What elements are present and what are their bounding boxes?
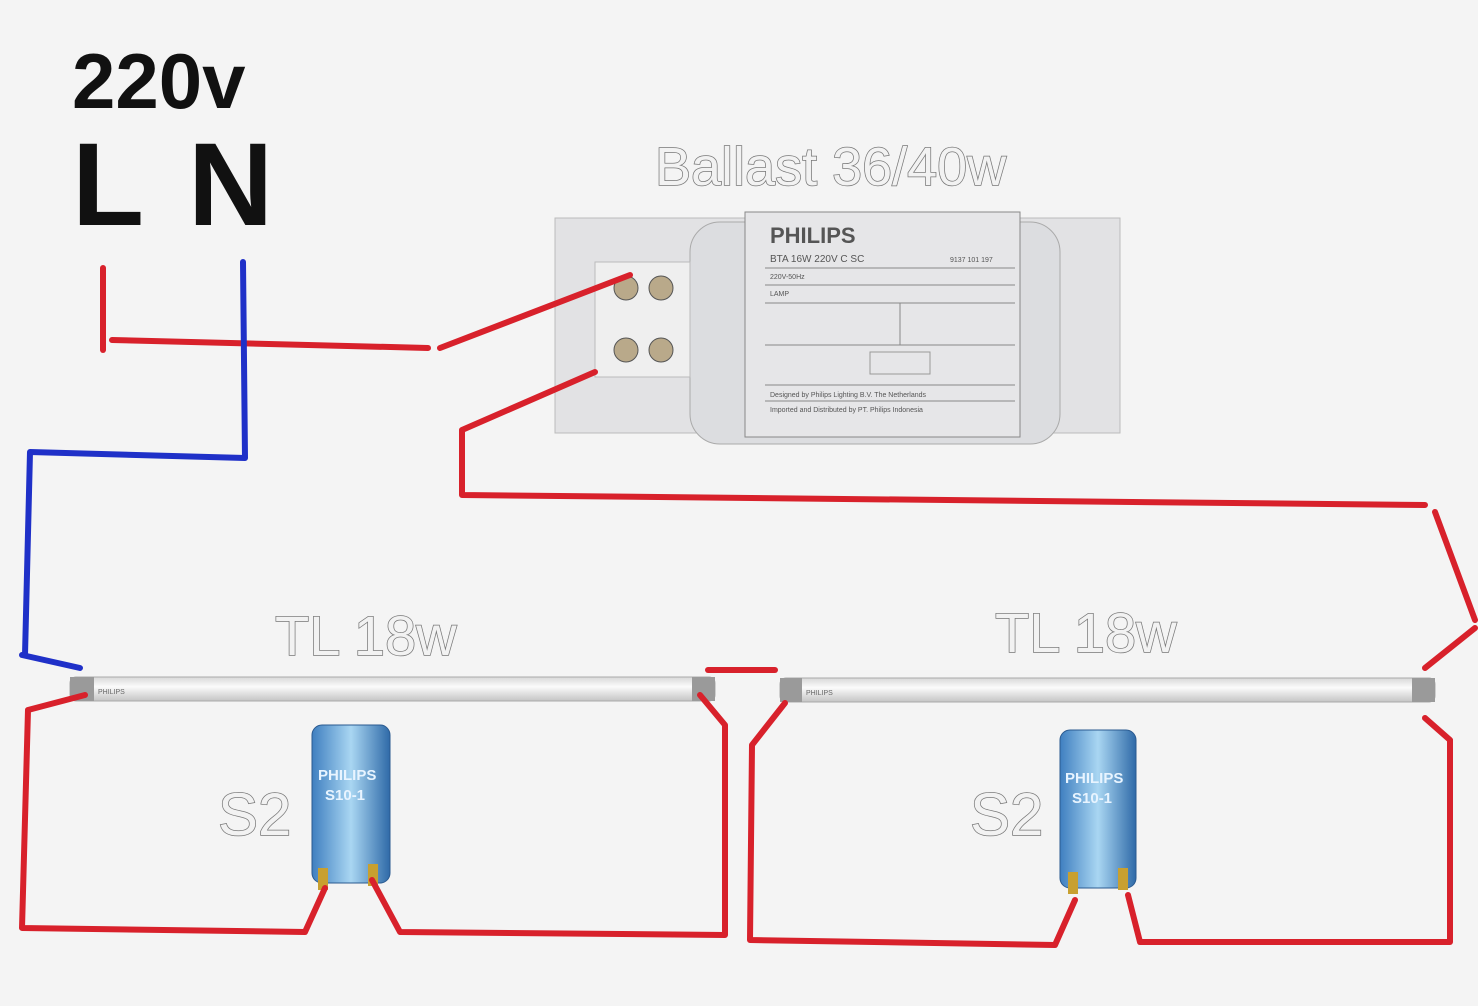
wire-ballast-in	[437, 272, 633, 351]
starter-2-model: S10-1	[1072, 790, 1112, 807]
ballast-row-imported: Imported and Distributed by PT. Philips …	[770, 407, 923, 414]
ballast-code: 9137 101 197	[950, 257, 993, 264]
wire-return-2	[1422, 625, 1478, 671]
wire-lamp2-left	[747, 700, 1078, 948]
ballast-title: Ballast 36/40w	[655, 137, 1007, 197]
starter-1-brand: PHILIPS	[318, 767, 376, 784]
starter-1-model: S10-1	[325, 787, 365, 804]
wire-ballast-out	[459, 369, 1428, 508]
wire-lamp1-left	[19, 692, 328, 935]
starter-2-label: S2	[970, 781, 1043, 848]
ballast-brand: PHILIPS	[770, 223, 856, 248]
lamp-1: PHILIPS	[69, 676, 716, 702]
starter-1: PHILIPS S10-1	[311, 724, 391, 890]
starter-1-label: S2	[218, 781, 291, 848]
ballast-row-designed: Designed by Philips Lighting B.V. The Ne…	[770, 392, 927, 399]
wire-neutral-to-lamp	[19, 652, 83, 671]
wire-lamp2-right	[1125, 715, 1453, 945]
neutral-label: N	[188, 119, 273, 251]
line-label: L	[72, 119, 144, 251]
ballast: PHILIPS BTA 16W 220V C SC 9137 101 197 2…	[554, 211, 1121, 445]
wire-line-to-ballast	[109, 337, 431, 351]
ballast-row-voltage: 220V-50Hz	[770, 274, 805, 281]
line-wires	[19, 265, 1478, 948]
wire-lamp1-right	[369, 692, 728, 938]
lamp-1-brand: PHILIPS	[98, 689, 125, 696]
lamp-2-brand: PHILIPS	[806, 690, 833, 697]
wire-return-1	[1432, 509, 1478, 623]
wire-neutral	[22, 259, 248, 658]
neutral-wires	[19, 259, 248, 671]
lamp-2: PHILIPS	[779, 677, 1436, 703]
ballast-model: BTA 16W 220V C SC	[770, 254, 864, 265]
starter-2: PHILIPS S10-1	[1059, 729, 1137, 894]
lamp-2-label: TL 18w	[995, 601, 1177, 664]
voltage-label: 220v	[72, 37, 246, 125]
ballast-row-lamp: LAMP	[770, 291, 789, 298]
starter-2-brand: PHILIPS	[1065, 770, 1123, 787]
lamp-1-label: TL 18w	[275, 604, 457, 667]
